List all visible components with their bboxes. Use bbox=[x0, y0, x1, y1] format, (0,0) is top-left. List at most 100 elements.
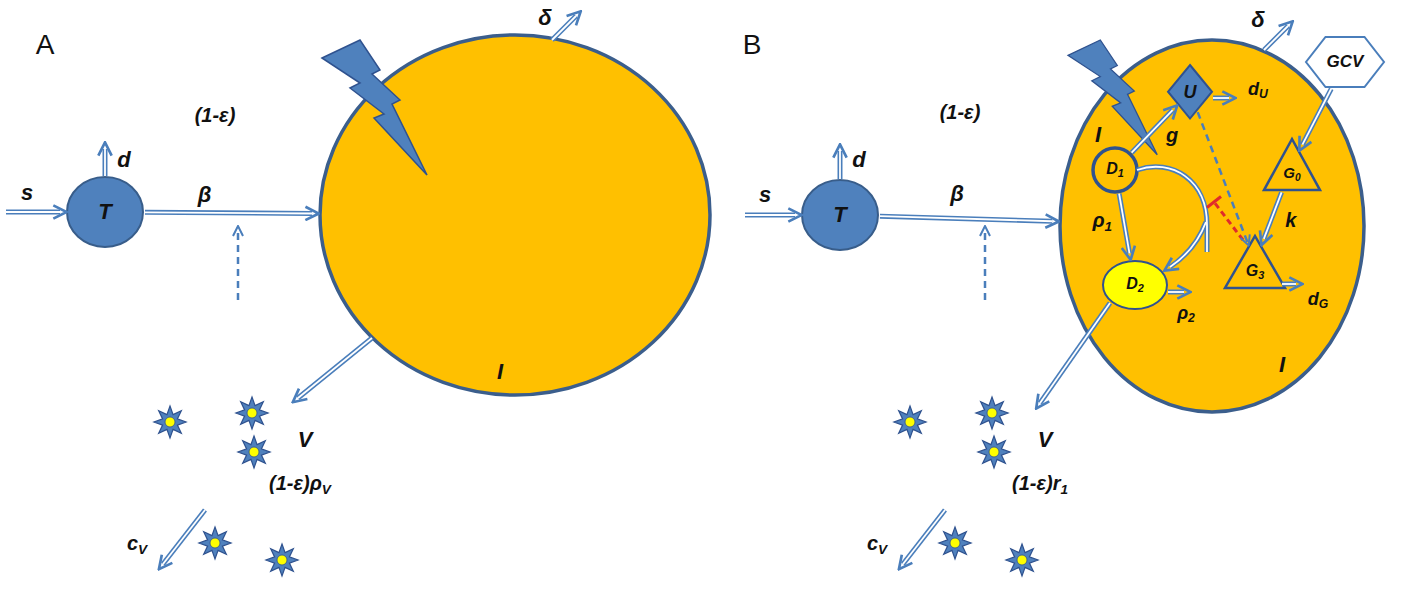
rate-symbol: d bbox=[117, 147, 130, 172]
text-holder: ρ1 bbox=[1092, 209, 1112, 234]
arrow-inner bbox=[552, 16, 576, 40]
connector-inner bbox=[880, 216, 1052, 221]
shape-path bbox=[67, 177, 143, 247]
text-part: D bbox=[1126, 275, 1138, 292]
genome-circle: D2 bbox=[1103, 261, 1167, 309]
virion bbox=[238, 436, 270, 468]
virion bbox=[236, 397, 268, 429]
genome-circle: D1 bbox=[1093, 148, 1137, 192]
virion bbox=[894, 406, 926, 438]
flow-arrow bbox=[903, 510, 945, 564]
shape-path bbox=[1060, 40, 1364, 412]
node-label: T bbox=[98, 199, 111, 224]
text-holder: A bbox=[36, 29, 55, 61]
rate-symbol: δ bbox=[538, 5, 551, 30]
node-label: G3 bbox=[1246, 262, 1265, 282]
virion bbox=[978, 436, 1010, 468]
shape-path bbox=[1093, 148, 1137, 192]
text-holder: D1 bbox=[1106, 160, 1124, 180]
flow-arrow bbox=[1264, 26, 1288, 50]
node-label: D2 bbox=[1126, 275, 1144, 295]
shape-outline bbox=[320, 35, 710, 395]
flow-arrow bbox=[1213, 96, 1229, 101]
shape-path bbox=[1225, 236, 1285, 288]
arrow-inner bbox=[745, 214, 795, 216]
flow-arrow bbox=[745, 213, 795, 218]
text-holder: s bbox=[759, 182, 771, 207]
virion bbox=[266, 544, 298, 576]
rate-symbol: δ bbox=[1251, 7, 1264, 32]
rate-symbol: ρ2 bbox=[1177, 303, 1195, 325]
text-holder: G0 bbox=[1283, 164, 1300, 184]
text-holder: dG bbox=[1308, 289, 1329, 311]
text-holder: δ bbox=[538, 5, 551, 30]
arrow-inner bbox=[839, 151, 841, 179]
rate-symbol: (1-ε)r1 bbox=[1012, 472, 1068, 497]
arrow-inner bbox=[1264, 26, 1288, 50]
virion bbox=[199, 527, 231, 559]
drug-triangle: G0 bbox=[1264, 139, 1320, 190]
rate-symbol: g bbox=[1166, 124, 1178, 147]
protein-diamond: U bbox=[1168, 65, 1212, 119]
text-part: ρ bbox=[1092, 209, 1104, 231]
flow-arrow bbox=[1282, 282, 1296, 287]
text-holder: D2 bbox=[1126, 275, 1144, 295]
subscript: G bbox=[1319, 297, 1329, 311]
arrow-inner bbox=[104, 149, 106, 176]
virion bbox=[154, 406, 186, 438]
virion bbox=[939, 527, 971, 559]
text-part: c bbox=[127, 532, 138, 554]
infected-cell: I bbox=[320, 35, 710, 395]
dashed-arrow bbox=[237, 229, 240, 300]
text-holder: cV bbox=[127, 532, 147, 557]
text-part: d bbox=[1248, 79, 1259, 99]
subscript: V bbox=[138, 542, 147, 557]
text-part: c bbox=[867, 532, 878, 554]
subscript: V bbox=[878, 542, 887, 557]
subscript: 1 bbox=[1060, 482, 1068, 497]
text-holder: (1-ε)ρV bbox=[269, 472, 331, 497]
rate-symbol: β bbox=[950, 181, 964, 206]
subscript: 2 bbox=[1138, 282, 1144, 294]
text-part: G bbox=[1246, 262, 1258, 279]
drug-triangle: G3 bbox=[1225, 236, 1285, 288]
text-holder: U bbox=[1184, 82, 1197, 103]
panel-letter: B bbox=[743, 29, 762, 61]
text-part: ρ bbox=[1177, 303, 1188, 323]
node-label: I bbox=[1279, 352, 1285, 377]
panel-letter: A bbox=[36, 29, 55, 61]
rate-symbol: dU bbox=[1248, 79, 1268, 101]
flow-arrow bbox=[1168, 290, 1184, 295]
text-holder: T bbox=[833, 202, 846, 227]
text-holder: δ bbox=[1251, 7, 1264, 32]
node-label: GCV bbox=[1327, 52, 1364, 72]
connector-group bbox=[145, 212, 312, 213]
text-holder: β bbox=[950, 181, 964, 206]
arrow-inner bbox=[6, 211, 60, 213]
rate-symbol: ρ1 bbox=[1092, 209, 1112, 234]
flow-arrow bbox=[6, 210, 60, 215]
shape-path bbox=[802, 180, 878, 250]
subscript: U bbox=[1259, 87, 1268, 101]
text-holder: β bbox=[198, 182, 212, 207]
node-label: D1 bbox=[1106, 160, 1124, 180]
text-holder: g bbox=[1166, 124, 1178, 147]
virus-symbol: V bbox=[1038, 427, 1053, 452]
shape-path bbox=[1103, 261, 1167, 309]
flow-arrow bbox=[163, 510, 205, 564]
node-label: I bbox=[497, 359, 503, 384]
text-holder: B bbox=[743, 29, 762, 61]
text-holder: T bbox=[98, 199, 111, 224]
text-holder: (1-ε) bbox=[195, 104, 236, 127]
text-part: (1-ε)r bbox=[1012, 472, 1060, 494]
subscript: V bbox=[322, 482, 331, 497]
text-holder: ρ2 bbox=[1177, 303, 1195, 325]
subscript: 2 bbox=[1188, 311, 1195, 325]
connector-arrow bbox=[145, 212, 312, 213]
node-label: G0 bbox=[1283, 164, 1300, 184]
virion bbox=[976, 397, 1008, 429]
text-holder: s bbox=[21, 180, 33, 205]
arrow-inner bbox=[298, 338, 372, 398]
rate-symbol: β bbox=[198, 182, 212, 207]
